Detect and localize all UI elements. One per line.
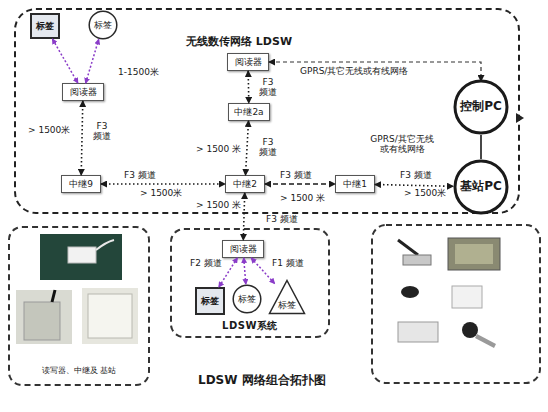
reader-device bbox=[68, 247, 96, 263]
node-label: 标签 bbox=[201, 296, 219, 306]
node-label: 标签 bbox=[36, 21, 54, 31]
channel-label: F3 频道 bbox=[124, 170, 156, 180]
reader-antenna bbox=[96, 240, 114, 250]
node-label: 标签 bbox=[238, 294, 256, 304]
tag-square: 标签 bbox=[30, 13, 60, 39]
connector bbox=[52, 39, 77, 83]
device-group: 读写器、中继及 基站 bbox=[8, 226, 150, 386]
channel-label: F2 频道 bbox=[190, 258, 222, 268]
tag-square: 标签 bbox=[195, 287, 225, 315]
connector bbox=[246, 121, 249, 175]
connector bbox=[101, 183, 225, 185]
tag-card bbox=[452, 286, 482, 308]
connector bbox=[247, 71, 249, 103]
tag-board-inner bbox=[455, 244, 493, 264]
channel-label: GPRS/其它无线或有线网络 bbox=[300, 66, 408, 76]
base-station-device bbox=[88, 294, 132, 338]
tag-antenna bbox=[398, 240, 418, 255]
node-label: 基站PC bbox=[460, 180, 502, 194]
connector bbox=[375, 184, 453, 186]
channel-label: F3 频道 bbox=[400, 170, 432, 180]
channel-label: F3 频道 bbox=[266, 214, 298, 224]
group-caption: LDSW系统 bbox=[172, 320, 328, 332]
channel-label: F3 频道 bbox=[280, 170, 312, 180]
node-label: 阅读器 bbox=[230, 244, 257, 254]
tag-board bbox=[448, 238, 500, 270]
node-label: 中继9 bbox=[69, 179, 93, 189]
key-fob bbox=[462, 322, 478, 338]
group-caption: 读写器、中继及 基站 bbox=[10, 366, 148, 375]
tag-circle: 标签 bbox=[88, 10, 118, 40]
relay-box: 中继2a bbox=[228, 103, 270, 121]
node-label: 中继2a bbox=[234, 107, 263, 117]
circle-outline bbox=[233, 285, 261, 313]
connector bbox=[244, 258, 246, 284]
photo-relay bbox=[16, 290, 72, 344]
relay-device bbox=[24, 302, 60, 340]
reader-box: 阅读器 bbox=[222, 240, 264, 258]
connector bbox=[81, 101, 83, 175]
connector bbox=[265, 183, 335, 185]
distance-label: > 1500 米 bbox=[196, 144, 241, 154]
triangle-outline bbox=[270, 281, 305, 314]
tag-mount bbox=[403, 255, 431, 265]
network-band: 无线数传网络 LDSW标签标签阅读器阅读器控制PC中继2a中继9中继2中继1基站… bbox=[14, 8, 520, 214]
node-label: 阅读器 bbox=[235, 57, 262, 67]
tag-circle: 标签 bbox=[232, 284, 262, 314]
band-heading: 无线数传网络 LDSW bbox=[186, 36, 292, 49]
tag-disc bbox=[401, 286, 419, 298]
photo-base-station bbox=[82, 288, 138, 344]
relay-box: 中继9 bbox=[61, 175, 101, 193]
relay-box: 中继2 bbox=[225, 175, 265, 193]
tag-triangle: 标签 bbox=[268, 279, 306, 315]
reader-box: 阅读器 bbox=[62, 83, 104, 101]
connector bbox=[86, 39, 99, 83]
node-label: 标签 bbox=[278, 300, 296, 310]
distance-label: 1-1500米 bbox=[118, 67, 159, 77]
channel-label: F1 频道 bbox=[272, 258, 304, 268]
node-label: 中继2 bbox=[233, 179, 257, 189]
photo-reader bbox=[40, 234, 122, 280]
node-label: 标签 bbox=[94, 20, 112, 30]
circle-outline bbox=[455, 81, 507, 133]
distance-label: > 1500 米 bbox=[280, 193, 325, 203]
relay-box: 中继1 bbox=[335, 175, 375, 193]
circle-outline bbox=[455, 161, 507, 213]
connector bbox=[480, 135, 482, 159]
key-blade bbox=[475, 334, 496, 348]
pc-circle: 控制PC bbox=[453, 79, 509, 135]
distance-label: > 1500米 bbox=[140, 188, 182, 198]
distance-label: > 1500米 bbox=[404, 188, 446, 198]
node-label: 控制PC bbox=[460, 100, 502, 114]
pc-circle: 基站PC bbox=[453, 159, 509, 215]
distance-label: > 1500米 bbox=[28, 125, 70, 135]
channel-label: F3 频道 bbox=[92, 121, 112, 142]
relay-antenna bbox=[52, 290, 55, 302]
connector bbox=[251, 258, 274, 283]
node-label: 中继1 bbox=[343, 179, 367, 189]
photo-group-box bbox=[372, 225, 540, 383]
node-label: 阅读器 bbox=[70, 87, 97, 97]
reader-box: 阅读器 bbox=[227, 53, 269, 71]
connector bbox=[269, 62, 481, 81]
system-group: LDSW系统阅读器标签标签标签 bbox=[170, 228, 330, 338]
channel-label: F3 频道 bbox=[258, 137, 278, 158]
connector bbox=[243, 193, 244, 240]
tag-box bbox=[398, 322, 438, 342]
channel-label: GPRS/其它无线 或有线网络 bbox=[368, 134, 436, 155]
distance-label: > 1500 米 bbox=[196, 200, 241, 210]
band-pointer bbox=[516, 113, 524, 123]
circle-outline bbox=[89, 11, 117, 39]
channel-label: F3 频道 bbox=[258, 77, 278, 98]
figure-caption: LDSW 网络组合拓扑图 bbox=[198, 372, 326, 389]
